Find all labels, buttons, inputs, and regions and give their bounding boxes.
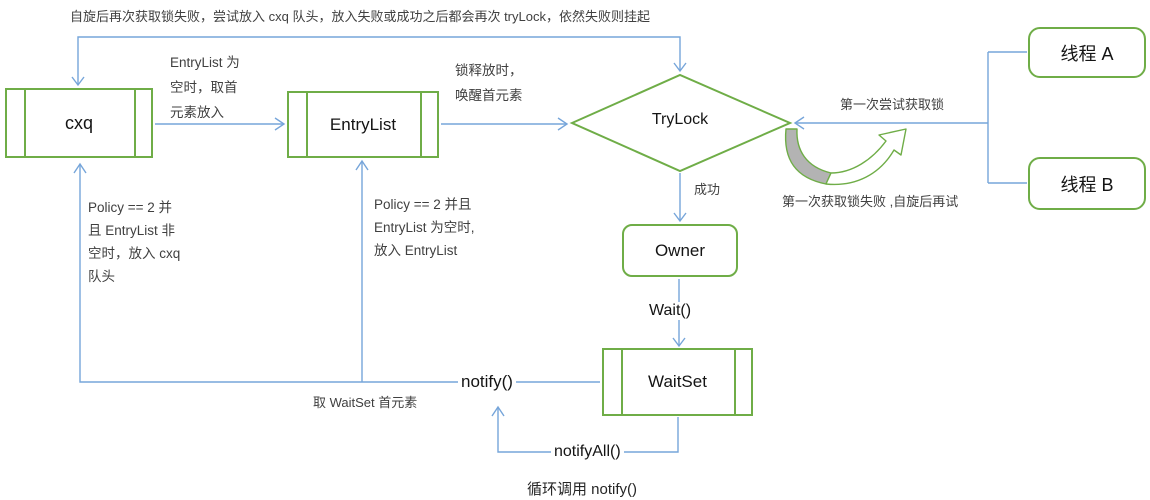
node-thread-b: 线程 B	[1028, 157, 1146, 210]
arrowhead-into-entrylist-bottom	[355, 159, 369, 171]
arrowhead-into-notify	[491, 405, 505, 417]
entrylist-right-divider	[420, 92, 422, 157]
take-waitset-head-label: 取 WaitSet 首元素	[313, 395, 418, 410]
arrowhead-into-cxq-top	[71, 76, 85, 87]
notifyall-call-label: notifyAll()	[551, 443, 624, 461]
arrowhead-into-waitset-top	[672, 337, 686, 348]
first-fail-spin-label: 第一次获取锁失败 ,自旋后再试	[782, 194, 959, 209]
thread-b-label: 线程 B	[1060, 174, 1114, 195]
edge-retry-trylock	[77, 36, 681, 84]
arrowhead-into-cxq-bottom	[73, 162, 87, 174]
spin-retry-swoosh-body	[784, 128, 832, 185]
success-label: 成功	[694, 182, 721, 197]
owner-label: Owner	[654, 240, 706, 260]
policy-entrylist-label: Policy == 2 并且 EntryList 为空时, 放入 EntryLi…	[374, 197, 475, 258]
cxq-label: cxq	[64, 112, 93, 133]
arrowhead-into-owner-top	[673, 212, 687, 223]
waitset-label: WaitSet	[648, 372, 707, 391]
lock-release-label: 锁释放时， 唤醒首元素	[455, 63, 523, 103]
cxq-right-divider	[134, 89, 136, 157]
arrowhead-into-trylock-top	[673, 62, 687, 73]
entrylist-label: EntryList	[329, 114, 397, 134]
loop-notify-label: 循环调用 notify()	[527, 481, 638, 498]
thread-a-label: 线程 A	[1060, 43, 1114, 64]
entrylist-empty-label: EntryList 为 空时，取首 元素放入	[170, 55, 240, 120]
waitset-right-divider	[734, 349, 736, 415]
notify-call-label: notify()	[458, 372, 516, 392]
trylock-diamond-shape	[569, 73, 793, 173]
trylock-label: TryLock	[651, 111, 709, 128]
arrowhead-into-trylock-left	[557, 117, 569, 131]
top-note-label: 自旋后再次获取锁失败，尝试放入 cxq 队头，放入失败或成功之后都会再次 try…	[70, 9, 650, 24]
first-try-lock-label: 第一次尝试获取锁	[840, 97, 945, 112]
policy-cxq-label: Policy == 2 并 且 EntryList 非 空时，放入 cxq 队头	[88, 200, 181, 284]
spin-retry-swoosh-arrowhead	[825, 128, 907, 186]
entrylist-left-divider	[306, 92, 308, 157]
node-owner: Owner	[622, 224, 738, 277]
waitset-left-divider	[621, 349, 623, 415]
node-waitset: WaitSet	[602, 348, 753, 416]
node-cxq: cxq	[5, 88, 153, 158]
arrowhead-into-entrylist-left	[274, 117, 286, 131]
arrowhead-into-trylock-right	[793, 116, 805, 130]
node-entrylist: EntryList	[287, 91, 439, 158]
node-thread-a: 线程 A	[1028, 27, 1146, 78]
cxq-left-divider	[24, 89, 26, 157]
edge-notify-to-cxq	[79, 165, 600, 383]
wait-call-label: Wait()	[646, 302, 695, 320]
